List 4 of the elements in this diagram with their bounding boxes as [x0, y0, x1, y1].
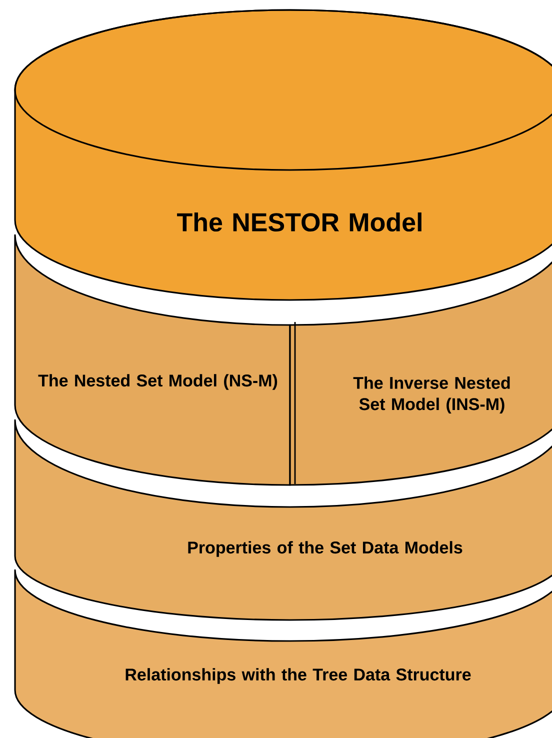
cylinder-layer: Properties of the Set Data Models — [14, 419, 552, 621]
cylinder-layer: Relationships with the Tree Data Structure — [14, 569, 552, 738]
cylinder-layer: The Nested Set Model (NS-M) — [14, 234, 291, 486]
cylinder-layer: The NESTOR Model — [14, 9, 552, 301]
